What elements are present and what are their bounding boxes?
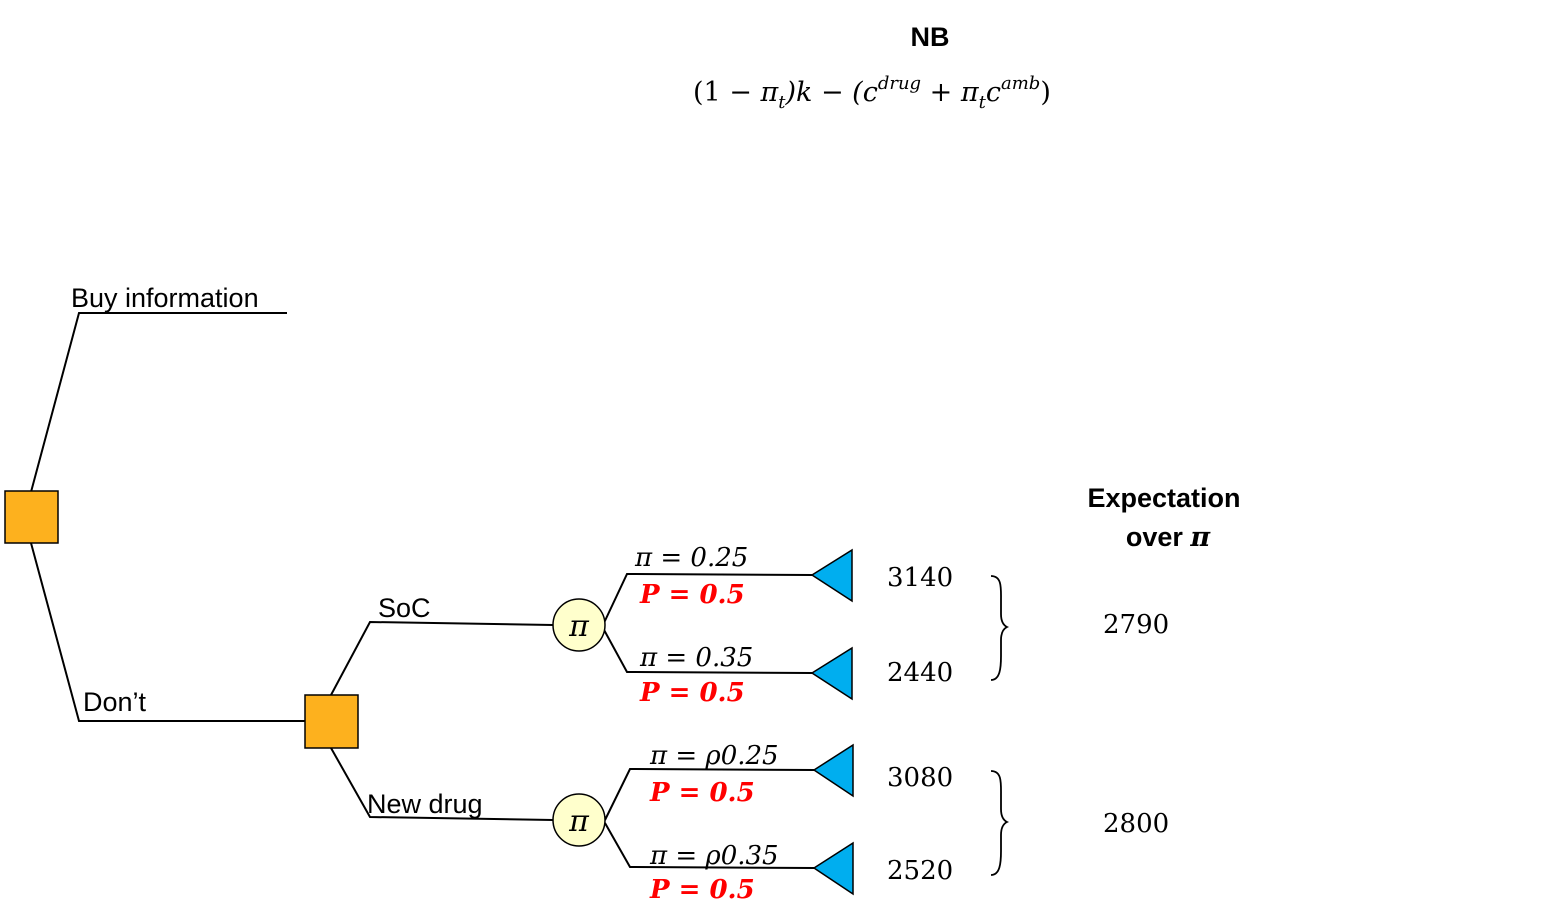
expectation-header-line1: Expectation <box>1087 483 1240 513</box>
label-soc: SoC <box>378 593 431 623</box>
newdrug-outcome-2-prob: P = 0.5 <box>649 875 755 902</box>
terminal-node-soc-1 <box>810 548 853 603</box>
tree-branches <box>30 312 815 869</box>
expectation-header-line2: over π <box>1126 522 1212 553</box>
chance-node-new-drug <box>552 793 606 847</box>
value-soc-2: 2440 <box>887 658 953 688</box>
terminal-node-newdrug-1 <box>812 743 854 798</box>
root-decision-node <box>4 490 59 544</box>
newdrug-outcome-2-pi: π = ρ0.35 <box>649 841 779 871</box>
newdrug-outcome-1-pi: π = ρ0.25 <box>649 741 779 771</box>
chance-node-soc <box>552 598 606 652</box>
label-buy-information: Buy information <box>71 283 259 313</box>
chance-node-new-drug-symbol: π <box>568 804 590 839</box>
label-dont: Don’t <box>83 687 147 717</box>
branch-soc-outcome-1 <box>602 572 813 626</box>
branch-soc <box>330 620 554 696</box>
treatment-decision-node <box>304 694 359 749</box>
expectation-new-drug: 2800 <box>1103 809 1169 839</box>
brace-soc <box>990 575 1010 681</box>
value-newdrug-1: 3080 <box>887 763 953 793</box>
value-soc-1: 3140 <box>887 563 953 593</box>
terminal-node-newdrug-2 <box>812 841 854 896</box>
expectation-soc: 2790 <box>1103 610 1169 640</box>
soc-outcome-1-pi: π = 0.25 <box>634 543 748 573</box>
branch-soc-outcome-2 <box>602 627 813 674</box>
branch-dont <box>30 542 305 722</box>
chance-node-soc-symbol: π <box>568 609 590 644</box>
soc-outcome-1-prob: P = 0.5 <box>639 580 745 610</box>
nb-title: NB <box>911 22 950 52</box>
branch-new-drug <box>330 747 554 821</box>
brace-new-drug <box>990 770 1010 876</box>
newdrug-outcome-1-prob: P = 0.5 <box>649 778 755 808</box>
branch-newdrug-outcome-2 <box>604 822 815 869</box>
terminal-node-soc-2 <box>810 646 853 701</box>
branch-buy-information <box>30 312 287 493</box>
branch-newdrug-outcome-1 <box>604 767 815 821</box>
soc-outcome-2-prob: P = 0.5 <box>639 678 745 708</box>
nb-formula: (1 − πt)k − (cdrug + πtcamb) <box>693 73 1051 113</box>
label-new-drug: New drug <box>367 789 483 819</box>
soc-outcome-2-pi: π = 0.35 <box>639 643 753 673</box>
value-newdrug-2: 2520 <box>887 856 953 886</box>
